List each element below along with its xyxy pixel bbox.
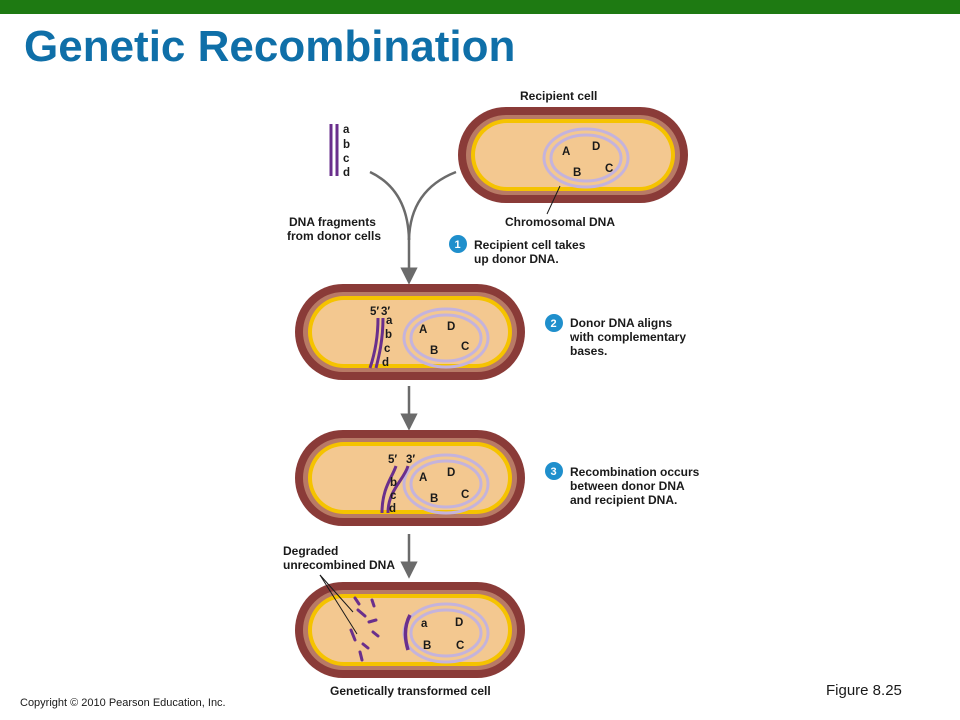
copyright-notice: Copyright © 2010 Pearson Education, Inc.	[20, 697, 226, 709]
svg-text:c: c	[390, 490, 397, 502]
svg-text:D: D	[447, 467, 455, 479]
step-3: 3 Recombination occurs between donor DNA…	[545, 462, 703, 507]
svg-text:a: a	[421, 618, 428, 630]
svg-text:3: 3	[551, 466, 557, 478]
svg-text:c: c	[384, 343, 391, 355]
merge-arrow-right	[407, 170, 457, 241]
degraded-dna-fragments	[349, 596, 380, 662]
step-3-text: Recombination occurs between donor DNA a…	[570, 465, 703, 507]
svg-text:b: b	[390, 477, 397, 489]
donor-dna-fragment: a b c d	[329, 124, 350, 179]
svg-text:3′: 3′	[406, 454, 415, 466]
svg-text:5′: 5′	[388, 454, 397, 466]
dna-fragments-label: DNA fragments from donor cells	[287, 215, 381, 243]
svg-text:A: A	[419, 472, 427, 484]
slide-title: Genetic Recombination	[24, 22, 516, 71]
transformed-cell-label: Genetically transformed cell	[330, 684, 491, 698]
svg-text:A: A	[562, 146, 570, 158]
svg-text:C: C	[605, 163, 613, 175]
svg-text:C: C	[461, 489, 469, 501]
gene-label-c: c	[343, 153, 350, 165]
step-1-badge	[449, 235, 467, 253]
recipient-cell: Recipient cell A D B C Chromosomal DNA	[458, 89, 688, 229]
svg-text:D: D	[592, 141, 600, 153]
step-2-badge	[545, 314, 563, 332]
step-2-text: Donor DNA aligns with complementary base…	[569, 316, 689, 358]
recipient-cell-label: Recipient cell	[520, 89, 597, 103]
gene-label-b: b	[343, 139, 350, 151]
svg-text:B: B	[430, 345, 438, 357]
svg-text:B: B	[430, 493, 438, 505]
svg-text:D: D	[455, 617, 463, 629]
cell-recombining: 5′ 3′ b c d A D B C	[295, 430, 525, 526]
gene-label-a: a	[343, 124, 350, 136]
degraded-dna-label: Degraded unrecombined DNA	[283, 544, 395, 572]
svg-text:D: D	[447, 321, 455, 333]
svg-text:2: 2	[551, 318, 557, 330]
svg-text:5′: 5′	[370, 306, 379, 318]
figure-label: Figure 8.25	[826, 682, 902, 699]
svg-text:B: B	[423, 640, 431, 652]
svg-text:A: A	[419, 324, 427, 336]
step-1: 1 Recipient cell takes up donor DNA.	[449, 235, 589, 266]
cell-aligned: 5′ 3′ a b c d A D B C	[295, 284, 525, 380]
svg-text:C: C	[456, 640, 464, 652]
cell-transformed: a D B C Genetically transformed cell	[295, 574, 525, 698]
step-1-text: Recipient cell takes up donor DNA.	[474, 238, 589, 266]
svg-text:d: d	[389, 503, 396, 515]
step-3-badge	[545, 462, 563, 480]
svg-text:b: b	[385, 329, 392, 341]
chromosomal-dna-label: Chromosomal DNA	[505, 215, 615, 229]
top-accent-bar	[0, 0, 960, 14]
svg-text:B: B	[573, 167, 581, 179]
gene-label-d: d	[343, 167, 350, 179]
svg-text:d: d	[382, 357, 389, 369]
svg-text:C: C	[461, 341, 469, 353]
svg-text:a: a	[386, 315, 393, 327]
svg-text:1: 1	[455, 239, 461, 251]
step-2: 2 Donor DNA aligns with complementary ba…	[545, 314, 689, 358]
svg-text:3′: 3′	[381, 306, 390, 318]
